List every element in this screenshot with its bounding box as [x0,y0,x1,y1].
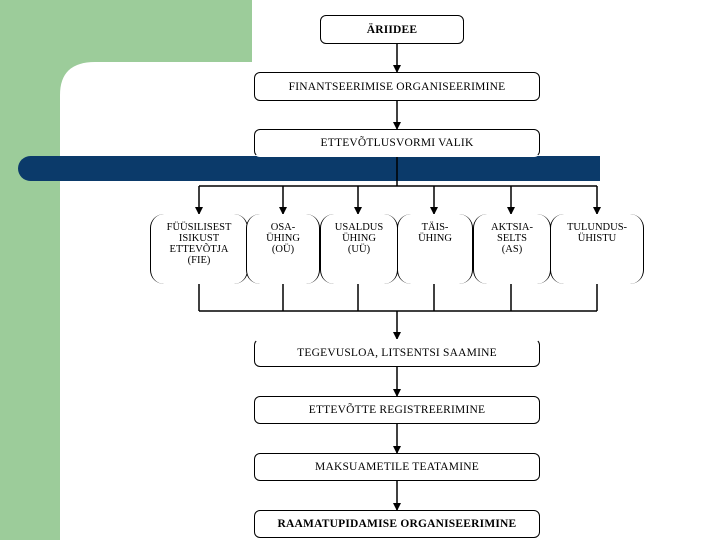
form-taisuhing-line2: ÜHING [418,233,452,244]
form-fie-line3: ETTEVÕTJA [169,244,229,255]
form-fie-line1: FÜÜSILISEST [166,222,232,233]
navy-accent-bar-square-end [580,156,600,181]
form-as-line2: SELTS [497,233,527,244]
form-fie-line2: ISIKUST [178,233,220,244]
form-as-line3: (AS) [501,244,523,255]
form-choice-box: ETTEVÕTLUSVORMI VALIK [254,129,540,157]
form-taisuhing-box: TÄIS- ÜHING [397,214,473,284]
idea-box: ÄRIIDEE [320,15,464,44]
form-as-box: AKTSIA- SELTS (AS) [473,214,551,284]
form-uu-box: USALDUS ÜHING (UÜ) [320,214,398,284]
form-tulundusuhistu-line2: ÜHISTU [577,233,617,244]
registration-box: ETTEVÕTTE REGISTREERIMINE [254,396,540,424]
form-ou-line2: ÜHING [266,233,300,244]
form-fie-box: FÜÜSILISEST ISIKUST ETTEVÕTJA (FIE) [150,214,248,284]
form-uu-line1: USALDUS [334,222,384,233]
license-box: TEGEVUSLOA, LITSENTSI SAAMINE [254,339,540,367]
form-taisuhing-line1: TÄIS- [421,222,449,233]
form-fie-line4: (FIE) [187,255,211,266]
form-tulundusuhistu-line1: TULUNDUS- [566,222,628,233]
form-ou-box: OSA- ÜHING (OÜ) [246,214,320,284]
form-uu-line2: ÜHING [342,233,376,244]
form-ou-line3: (OÜ) [271,244,295,255]
form-as-line1: AKTSIA- [491,222,533,233]
tax-office-box: MAKSUAMETILE TEATAMINE [254,453,540,481]
form-uu-line3: (UÜ) [347,244,371,255]
accounting-box: RAAMATUPIDAMISE ORGANISEERIMINE [254,510,540,538]
form-ou-line1: OSA- [270,222,296,233]
financing-box: FINANTSEERIMISE ORGANISEERIMINE [254,72,540,101]
navy-accent-bar [18,156,600,181]
form-tulundusuhistu-box: TULUNDUS- ÜHISTU [550,214,644,284]
